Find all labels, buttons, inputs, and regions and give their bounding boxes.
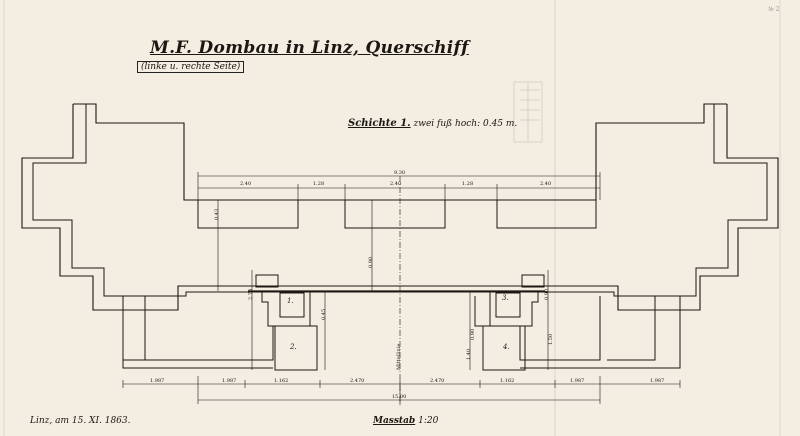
vertical-dimension-label: 2.70	[248, 288, 254, 300]
center-axis-label: Mittellinie	[396, 343, 402, 370]
bottom-dimension-label: 1.987	[150, 378, 165, 384]
room-label: 3.	[502, 294, 509, 302]
room-label: 4.	[503, 343, 510, 351]
top-dimension-label: 2.40	[540, 181, 552, 187]
top-total-label: 9.30	[394, 170, 406, 176]
top-dimension-label: 2.40	[390, 181, 402, 187]
top-dimension-label: 1.28	[313, 181, 325, 187]
bottom-dimension-label: 1.987	[650, 378, 665, 384]
vertical-dimension-label: 0.45	[321, 308, 327, 320]
bottom-dimension-label: 2.470	[430, 378, 445, 384]
bottom-dimension-label: 1.987	[222, 378, 237, 384]
vertical-dimension-label: 1.40	[466, 348, 472, 360]
layer-label: Schichte 1. zwei fuß hoch: 0.45 m.	[348, 118, 517, 129]
corner-mark: № 2	[768, 6, 780, 13]
scale-value: 1:20	[418, 416, 439, 426]
vertical-dimension-label: 1.50	[548, 333, 554, 345]
scale-word: Masstab	[373, 416, 416, 426]
room-label: 1.	[287, 297, 294, 305]
top-dimension-label: 1.28	[462, 181, 474, 187]
vertical-dimension-label: 0.90	[368, 256, 374, 268]
bottom-total-label: 15.00	[392, 394, 407, 400]
vertical-dimension-label: 0.90	[470, 328, 476, 340]
vertical-dimension-label: 0.43	[214, 208, 220, 220]
right-pier	[482, 274, 545, 371]
drawing-title: M.F. Dombau in Linz, Querschiff	[150, 38, 469, 58]
layer-note: zwei fuß hoch: 0.45 m.	[413, 119, 518, 129]
top-dimension-label: 2.40	[240, 181, 252, 187]
bottom-dimension-label: 1.987	[570, 378, 585, 384]
date-label: Linz, am 15. XI. 1863.	[30, 416, 131, 426]
pencil-sketch	[513, 81, 543, 143]
plan-outline-outer	[21, 103, 779, 311]
room-label: 2.	[290, 343, 297, 351]
vertical-dimensions	[217, 200, 549, 370]
bottom-dimension-label: 1.162	[274, 378, 289, 384]
layer-name: Schichte 1.	[348, 118, 411, 129]
scale-label: Masstab 1:20	[373, 416, 438, 426]
bottom-dimension-chain	[122, 376, 681, 404]
drawing-subtitle: (linke u. rechte Seite)	[137, 61, 245, 73]
bottom-dimension-label: 1.162	[500, 378, 515, 384]
left-pier	[255, 274, 318, 371]
bottom-dimension-label: 2.470	[350, 378, 365, 384]
top-dimension-chain	[197, 172, 601, 200]
upper-recesses	[197, 200, 597, 229]
vertical-dimension-label: 0.90	[544, 288, 550, 300]
